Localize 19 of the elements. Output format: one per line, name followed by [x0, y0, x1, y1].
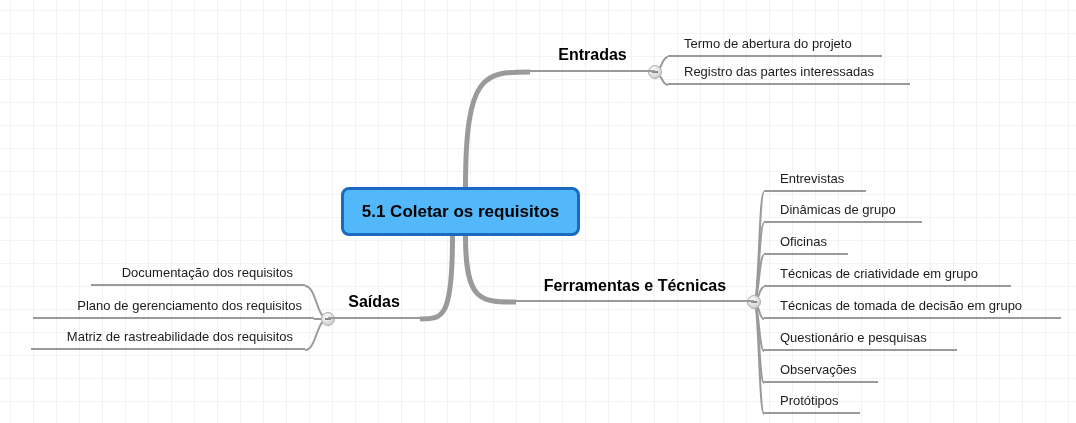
branch-line — [463, 235, 516, 305]
subtopic: Protótipos — [764, 392, 860, 414]
subtopic: Documentação dos requisitos — [91, 264, 305, 286]
subtopic: Técnicas de criatividade em grupo — [764, 265, 1011, 287]
subtopic: Observações — [764, 361, 878, 383]
subtopic: Plano de gerenciamento dos requisitos — [33, 297, 314, 319]
branch-topic: Entradas — [530, 45, 655, 72]
subtopic: Técnicas de tomada de decisão em grupo — [764, 297, 1061, 319]
branch-line — [463, 69, 530, 188]
subtopic: Registro das partes interessadas — [668, 63, 910, 85]
central-topic: 5.1 Coletar os requisitos — [341, 187, 580, 236]
subtopic: Entrevistas — [764, 170, 866, 192]
subtopic: Dinâmicas de grupo — [764, 201, 922, 223]
branch-topic: Ferramentas e Técnicas — [516, 276, 754, 302]
subtopic: Questionário e pesquisas — [764, 329, 957, 351]
subtopic: Matriz de rastreabilidade dos requisitos — [31, 328, 305, 350]
subtopic: Oficinas — [764, 233, 848, 255]
subtopic: Termo de abertura do projeto — [668, 35, 882, 57]
branch-topic: Saídas — [328, 292, 420, 319]
